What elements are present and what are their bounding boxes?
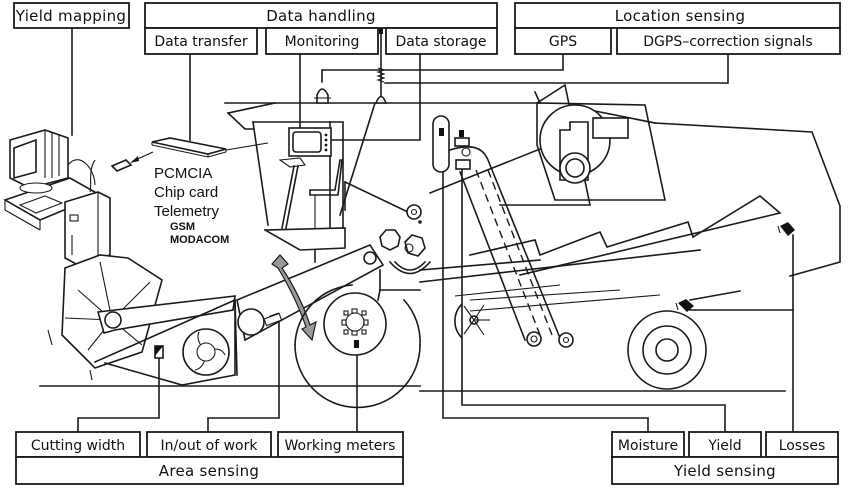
pivot-arrow-icon (271, 254, 317, 342)
rear-wheel-icon (627, 310, 707, 390)
monitoring-label: Monitoring (285, 34, 360, 50)
connector-lines (71, 27, 794, 433)
chip-card-icon (110, 159, 133, 172)
cutting-width-label: Cutting width (31, 438, 125, 454)
beater-icon (379, 229, 401, 251)
moisture-label: Moisture (618, 438, 678, 454)
media-modacom: MODACOM (170, 234, 229, 246)
data-handling-title: Data handling (266, 7, 376, 25)
media-telemetry: Telemetry (154, 203, 220, 220)
transfer-media-list: PCMCIA Chip card Telemetry GSM MODACOM (154, 165, 229, 246)
data-transfer-label: Data transfer (154, 34, 247, 50)
moisture-connector (442, 164, 649, 433)
computer-icon (3, 129, 111, 266)
elevator-icon (432, 115, 574, 348)
dgps-connector (384, 54, 729, 84)
reel-icon (47, 254, 236, 381)
cutting-width-connector (77, 351, 160, 433)
arrow-icon (130, 151, 154, 163)
card-icon (151, 137, 269, 158)
loss-sensor-icon (675, 222, 795, 312)
data-storage-connector (331, 54, 421, 141)
location-sensing-group: Location sensing GPS DGPS–correction sig… (514, 2, 841, 55)
antenna-icon (374, 22, 388, 104)
in-out-of-work-label: In/out of work (161, 438, 259, 454)
yield-mapping-label: Yield mapping (13, 2, 130, 29)
yield-connector (461, 164, 726, 433)
working-meters-label: Working meters (285, 438, 396, 454)
losses-label: Losses (779, 438, 826, 454)
media-gsm: GSM (170, 221, 195, 233)
monitor-icon (288, 127, 332, 157)
yield-label: Yield (707, 438, 741, 454)
feeder-house (236, 244, 385, 342)
yield-sensing-group: Moisture Yield Losses Yield sensing (611, 431, 839, 485)
area-sensing-group: Cutting width In/out of work Working met… (15, 431, 404, 485)
wheel-icon (294, 284, 421, 409)
beacon-icon (314, 88, 331, 104)
yield-sensing-title: Yield sensing (673, 462, 776, 480)
engine-icon (536, 102, 666, 201)
media-chip-card: Chip card (154, 184, 218, 201)
drive-wheel-icon (454, 302, 490, 340)
gps-connector (321, 54, 564, 83)
dgps-label: DGPS–correction signals (643, 34, 812, 50)
media-pcmcia: PCMCIA (154, 165, 212, 182)
header-table (93, 298, 238, 386)
in-out-connector (207, 317, 280, 433)
svg-text:Yield mapping: Yield mapping (15, 7, 126, 25)
location-sensing-title: Location sensing (615, 7, 746, 25)
data-storage-label: Data storage (395, 34, 486, 50)
area-sensing-title: Area sensing (159, 462, 259, 480)
data-handling-group: Data handling Data transfer Monitoring D… (144, 2, 498, 55)
straw-walkers (454, 195, 782, 312)
cutting-width-sensor (154, 345, 164, 359)
gps-label: GPS (549, 34, 577, 50)
threshing-drum-icon (388, 204, 432, 275)
